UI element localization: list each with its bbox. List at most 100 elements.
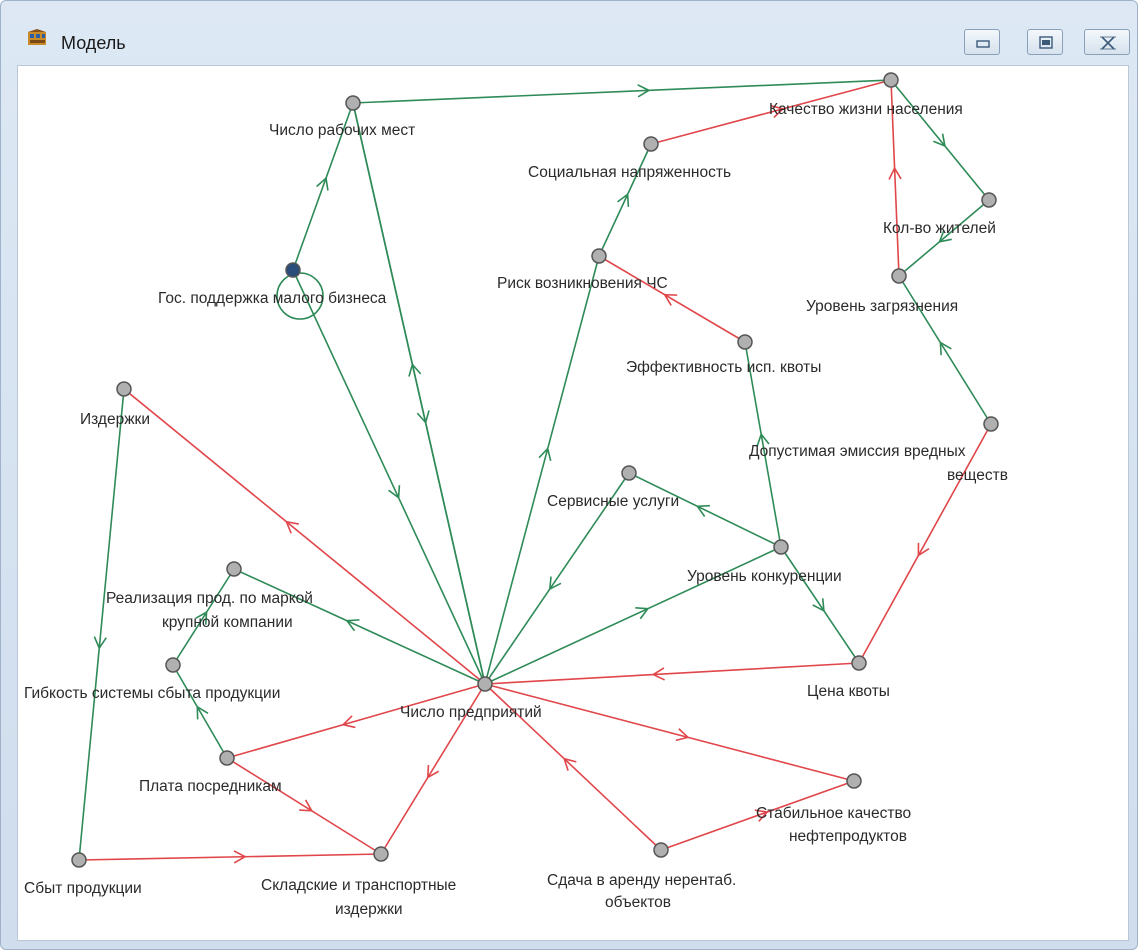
window-title: Модель	[61, 33, 126, 53]
edge-sbyt_produkcii-to-skladskie_1	[78, 850, 382, 864]
edge-arrow	[675, 728, 690, 742]
node-chislo-predpriyatiy[interactable]	[477, 676, 493, 692]
edge-chislo_predpriyatiy-to-risk_chs	[484, 255, 600, 685]
edge-arrow	[917, 542, 930, 557]
edge-arrow	[562, 757, 577, 771]
node-label-gos-podderzhka: Гос. поддержка малого бизнеса	[158, 290, 387, 307]
edge-line	[598, 143, 652, 257]
edge-socialnaya_napryazhennost-to-kachestvo_zhizni	[650, 79, 892, 145]
node-gos-podderzhka[interactable]	[285, 262, 301, 278]
node-gibkost[interactable]	[165, 657, 181, 673]
node-label-realizaciya-line2: крупной компании	[162, 614, 293, 631]
edge-line	[598, 255, 746, 343]
node-label-sdacha-line2: объектов	[605, 894, 671, 911]
minimize-button[interactable]	[964, 29, 1000, 55]
node-label-kol-vo-zhiteley: Кол-во жителей	[883, 220, 996, 237]
node-kol-vo-zhiteley[interactable]	[981, 192, 997, 208]
edge-line	[890, 79, 900, 277]
edge-line	[890, 79, 990, 201]
edge-gos_podderzhka-to-chislo_rabochih_mest	[292, 102, 354, 271]
edge-uroven_konkurencii-to-cena_kvoty	[780, 546, 860, 664]
edge-line	[744, 341, 782, 548]
node-label-izderzhki: Издержки	[80, 411, 150, 428]
node-uroven-konkurencii[interactable]	[773, 539, 789, 555]
edge-line	[484, 683, 662, 851]
edge-arrow	[426, 764, 440, 779]
node-realizaciya-1[interactable]	[226, 561, 242, 577]
node-plata-posrednikam[interactable]	[219, 750, 235, 766]
edge-arrow	[538, 446, 552, 461]
node-label-dopustimaya-emissiya-line2: веществ	[947, 467, 1008, 484]
edge-line	[650, 79, 892, 145]
edge-arrow	[93, 636, 107, 650]
edge-gos_podderzhka-to-chislo_predpriyatiy	[292, 269, 486, 685]
edges-layer	[78, 79, 992, 864]
node-label-servisnye-uslugi: Сервисные услуги	[547, 493, 679, 510]
node-kachestvo-zhizni[interactable]	[883, 72, 899, 88]
node-skladskie-1[interactable]	[373, 846, 389, 862]
node-sdacha-1[interactable]	[653, 842, 669, 858]
graph-canvas-area[interactable]	[17, 65, 1129, 941]
node-label-gibkost: Гибкость системы сбыта продукции	[24, 685, 280, 702]
edge-chislo_rabochih_mest-to-kachestvo_zhizni	[352, 79, 892, 104]
edge-line	[380, 683, 486, 855]
edge-line	[292, 269, 486, 685]
edge-arrow	[233, 850, 247, 864]
node-label-stabilnoe-kachestvo-line1: Стабильное качество	[756, 805, 911, 822]
edge-chislo_predpriyatiy-to-plata_posrednikam	[226, 683, 486, 759]
title-bar[interactable]: Модель	[1, 1, 1137, 55]
close-icon	[1100, 36, 1116, 50]
edge-chislo_predpriyatiy-to-izderzhki	[123, 388, 486, 685]
node-effektivnost-kvoty[interactable]	[737, 334, 753, 350]
edge-line	[226, 757, 382, 855]
edge-arrow	[932, 133, 946, 148]
edge-dopustimaya_emissiya_1-to-uroven_zagryazneniya	[898, 275, 992, 425]
node-label-sdacha-line1: Сдача в аренду нерентаб.	[547, 872, 736, 889]
edge-line	[352, 102, 486, 685]
edge-uroven_zagryazneniya-to-kachestvo_zhizni	[888, 79, 902, 277]
maximize-button[interactable]	[1027, 29, 1063, 55]
node-label-cena-kvoty: Цена квоты	[807, 683, 890, 700]
edge-arrow	[812, 598, 825, 613]
edge-line	[858, 423, 992, 664]
node-chislo-rabochih-mest[interactable]	[345, 95, 361, 111]
edge-line	[233, 568, 486, 685]
edge-uroven_konkurencii-to-effektivnost_kvoty	[744, 341, 782, 548]
edge-arrow	[754, 809, 769, 822]
edge-sdacha_1-to-chislo_predpriyatiy	[484, 683, 662, 851]
node-label-uroven-konkurencii: Уровень конкуренции	[687, 568, 842, 585]
node-izderzhki[interactable]	[116, 381, 132, 397]
edge-chislo_predpriyatiy-to-skladskie_1	[380, 683, 486, 855]
node-cena-kvoty[interactable]	[851, 655, 867, 671]
edge-gibkost-to-realizaciya_1	[172, 568, 235, 666]
close-button[interactable]	[1084, 29, 1130, 55]
node-risk-chs[interactable]	[591, 248, 607, 264]
edge-line	[172, 664, 228, 759]
edge-arrow	[195, 610, 208, 625]
edge-line	[123, 388, 486, 685]
edge-line	[898, 199, 990, 277]
node-label-uroven-zagryazneniya: Уровень загрязнения	[806, 298, 958, 315]
edge-arrow	[651, 667, 665, 681]
node-label-realizaciya-line1: Реализация прод. по маркой	[106, 590, 313, 607]
edge-arrow	[285, 520, 299, 534]
nodes-layer[interactable]	[71, 72, 999, 868]
node-dopustimaya-emissiya-1[interactable]	[983, 416, 999, 432]
edge-line	[484, 546, 782, 685]
node-sbyt-produkcii[interactable]	[71, 852, 87, 868]
node-uroven-zagryazneniya[interactable]	[891, 268, 907, 284]
edge-arrow	[341, 715, 356, 729]
node-stabilnoe-kachestvo-1[interactable]	[846, 773, 862, 789]
edge-risk_chs-to-socialnaya_napryazhennost	[598, 143, 652, 257]
edge-kachestvo_zhizni-to-kol_vo_zhiteley	[890, 79, 990, 201]
edge-chislo_predpriyatiy-to-realizaciya_1	[233, 568, 486, 685]
labels-layer: Число рабочих мест Качество жизни населе…	[24, 101, 1008, 918]
edge-arrow	[196, 705, 209, 720]
edge-arrow	[770, 105, 785, 119]
edge-line	[226, 683, 486, 759]
edge-arrow	[345, 619, 360, 632]
node-servisnye-uslugi[interactable]	[621, 465, 637, 481]
node-socialnaya-napryazhennost[interactable]	[643, 136, 659, 152]
